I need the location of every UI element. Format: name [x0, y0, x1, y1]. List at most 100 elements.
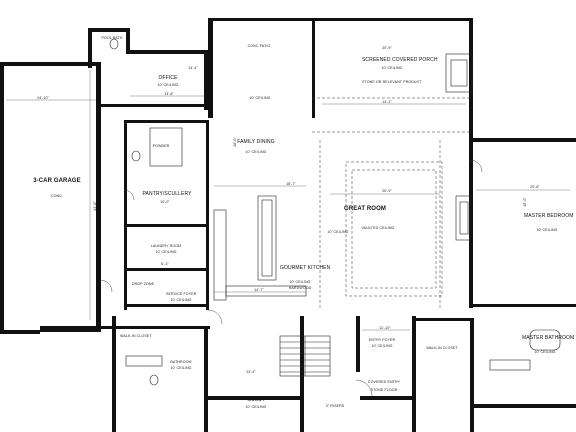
office-label: OFFICE	[158, 75, 178, 81]
master-bottom-wall	[469, 304, 576, 307]
vaulted-label: VAULTED CEILING	[361, 226, 395, 230]
stair-right-wall	[300, 316, 304, 432]
office-bottom-wall	[100, 104, 208, 107]
master-bathroom-ceiling: 10' CEILING	[534, 350, 556, 354]
front-wall-a	[208, 396, 304, 400]
bathroom-ceiling: 10' CEILING	[170, 366, 192, 370]
kitchen-label: GOURMET KITCHEN	[280, 265, 331, 271]
powder-toilet	[131, 150, 141, 162]
entry-right-wall	[412, 316, 416, 432]
master-vanity	[489, 359, 531, 371]
great-room-label: GREAT ROOM	[344, 206, 386, 212]
kitchen-ceiling: 10' CEILING	[289, 280, 311, 284]
service-bottom-wall	[124, 304, 208, 307]
drop-zone-label: DROP ZONE	[131, 282, 155, 286]
closet-top-wall	[412, 318, 474, 321]
master-tub	[529, 329, 561, 351]
guest-toilet	[149, 374, 159, 386]
walkin-left-label: WALK-IN CLOSET	[120, 334, 152, 338]
bathroom-label: BATHROOM	[170, 360, 192, 364]
great-width-dim: 20'-9"	[382, 189, 392, 193]
family-width-dim: 16'-7"	[286, 182, 296, 186]
kitchen-left-wall	[206, 120, 209, 310]
pantry-left-wall	[124, 120, 127, 310]
bath-left-wall	[112, 316, 116, 432]
great-room-fireplace	[455, 195, 471, 241]
service-foyer-ceiling: 10' CEILING	[170, 298, 192, 302]
pool-bath-left-wall	[88, 28, 92, 68]
office-ceiling: 10' CEILING	[157, 83, 179, 87]
great-room-ceiling: 10' CEILING	[327, 230, 349, 234]
kitchen-island	[257, 195, 277, 281]
porch-width-dim: 20'-9"	[382, 46, 392, 50]
laundry-top-wall	[124, 224, 208, 227]
master-width-dim: 20'-6"	[530, 185, 540, 189]
garage-finish: CONC.	[50, 194, 64, 198]
patio-label: CONC PATIO	[247, 44, 271, 48]
entry-foyer-label: ENTRY FOYER	[368, 338, 396, 342]
laundry-label: LAUNDRY ROOM	[150, 244, 182, 248]
office-top-wall	[128, 50, 208, 54]
pool-bath-top-wall	[88, 28, 128, 32]
pool-bath-toilet	[109, 38, 119, 50]
guest-right-wall	[204, 326, 208, 432]
office-right-wall	[204, 50, 208, 110]
porch-top-wall	[312, 18, 472, 21]
kitchen-width-dim: 14'-7"	[254, 288, 264, 292]
rear-left-wall	[208, 18, 213, 118]
kitchen-floor: HARDWOOD	[288, 286, 312, 290]
entry-left-wall	[356, 316, 360, 372]
pantry-label: PANTRY/SCULLERY	[142, 191, 192, 197]
garage-width-dim: 24'-10"	[37, 96, 49, 100]
guest-width-dim: 13'-4"	[246, 370, 256, 374]
family-depth-dim: 16'-0"	[233, 137, 237, 147]
covered-entry-floor: STONE FLOOR	[370, 388, 398, 392]
steps-note: 3" RISERS	[325, 404, 345, 408]
pantry-width-dim: 10'-0"	[160, 200, 170, 204]
covered-entry-label: COVERED ENTRY	[367, 380, 401, 384]
pool-bath-right-wall	[126, 28, 130, 54]
porch-depth-dim: 14'-1"	[382, 100, 392, 104]
ceiling-rail-note: 10' CEILING	[249, 96, 271, 100]
porch-right-wall	[469, 18, 473, 138]
guest-ceiling: 10' CEILING	[245, 405, 267, 409]
master-left-wall	[469, 138, 473, 308]
pool-bath-label: POOL BATH	[101, 36, 123, 40]
porch-note: STONE OR RELEVANT PRODUCT	[362, 80, 422, 84]
master-top-wall	[469, 138, 576, 142]
office-depth-dim: 14'-4"	[188, 66, 198, 70]
drop-zone-top-wall	[124, 268, 208, 271]
family-dining-ceiling: 10' CEILING	[245, 150, 267, 154]
master-bathroom-label: MASTER BATHROOM	[522, 335, 575, 341]
garage-depth-dim: 34'-8"	[93, 201, 97, 211]
laundry-ceiling: 10' CEILING	[155, 250, 177, 254]
service-foyer-label: SERVICE FOYER	[166, 292, 197, 296]
entry-front-wall	[360, 396, 416, 400]
porch-label: SCREENED COVERED PORCH	[362, 57, 438, 63]
pantry-top-wall	[124, 120, 208, 123]
vaulted-ceiling-outline	[345, 161, 443, 297]
guest-left-bottom	[100, 326, 210, 329]
laundry-depth-dim: 6'-3"	[161, 262, 169, 266]
entry-width-dim: 11'-10"	[379, 326, 391, 330]
garage-right-wall	[96, 62, 101, 332]
master-bedroom-label: MASTER BEDROOM	[524, 213, 574, 219]
rear-wall-a	[208, 18, 312, 21]
guest-vanity	[125, 355, 163, 367]
master-depth-dim: 15'-0"	[523, 197, 527, 207]
powder-room	[149, 127, 183, 167]
garage-label: 3-CAR GARAGE	[33, 178, 81, 184]
porch-ceiling: 10' CEILING	[381, 66, 403, 70]
office-width-dim: 13'-8"	[164, 92, 174, 96]
powder-label: POWDER	[152, 144, 170, 148]
kitchen-counter	[213, 209, 227, 301]
porch-fireplace	[445, 53, 473, 93]
master-bedroom-ceiling: 10' CEILING	[536, 228, 558, 232]
walkin-right-label: WALK-IN CLOSET	[426, 346, 458, 350]
guest-label: GUEST	[247, 397, 265, 403]
porch-left-wall	[312, 18, 315, 118]
stairs	[279, 335, 331, 377]
entry-foyer-ceiling: 10' CEILING	[371, 344, 393, 348]
family-dining-label: FAMILY DINING	[237, 139, 275, 145]
